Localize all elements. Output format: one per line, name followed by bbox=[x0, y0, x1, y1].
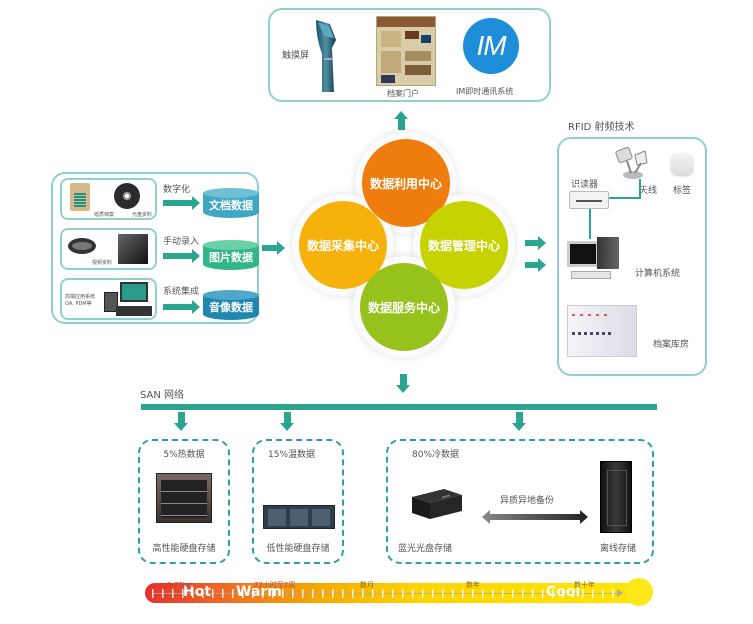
high-performance-disk-label: 高性能硬盘存储 bbox=[152, 544, 216, 554]
offline-storage-label: 离线存储 bbox=[600, 544, 637, 554]
bidirectional-backup-arrow-icon bbox=[482, 509, 588, 524]
cold-data-title: 80%冷数据 bbox=[412, 450, 460, 460]
source-box-video: 视频资料 bbox=[60, 228, 157, 270]
cylinder-top bbox=[203, 240, 259, 250]
arrow-to-centers bbox=[262, 241, 285, 255]
timeline-months: 数月 bbox=[360, 581, 374, 589]
kiosk-icon bbox=[312, 18, 342, 94]
rfid-panel: 天线 标签 识读器 计算机系统 档案库房 bbox=[557, 137, 707, 376]
computer-icon bbox=[567, 237, 627, 283]
arrow-to-hot-storage bbox=[174, 412, 188, 431]
cold-storage-panel: 80%冷数据 蓝光光盘存储 异质异地备份 离线存储 bbox=[386, 439, 654, 564]
video-material-label: 视频资料 bbox=[92, 260, 113, 266]
reader-antenna-line bbox=[609, 197, 641, 199]
hot-data-title: 5%热数据 bbox=[163, 450, 205, 460]
offline-storage-rack-icon bbox=[600, 461, 632, 533]
computer-system-label: 计算机系统 bbox=[635, 269, 681, 279]
oa-pdm-label: OA, PDM等 bbox=[65, 301, 92, 307]
data-management-center: 数据管理中心 bbox=[420, 201, 508, 289]
data-usage-center-label: 数据利用中心 bbox=[369, 176, 442, 191]
data-usage-center: 数据利用中心 bbox=[362, 139, 450, 227]
archive-shelving-icon bbox=[567, 305, 637, 357]
blu-ray-storage-label: 蓝光光盘存储 bbox=[398, 544, 453, 554]
high-performance-disk-icon bbox=[156, 473, 212, 523]
paper-archive-label: 纸质档案 bbox=[94, 212, 115, 218]
data-sources-panel: 纸质档案 光盘资料 数字化 文档数据 视频资料 手动录入 图片数据 前端应用系统… bbox=[51, 172, 259, 324]
timeline-0-72hrs: 0-72hrs bbox=[167, 581, 194, 589]
im-icon: IM bbox=[463, 18, 519, 74]
data-collection-center: 数据采集中心 bbox=[299, 201, 387, 289]
rfid-title: RFID 射频技术 bbox=[568, 122, 635, 133]
warm-data-title: 15%温数据 bbox=[268, 450, 316, 460]
optical-disc-label: 光盘资料 bbox=[132, 212, 153, 218]
data-collection-center-label: 数据采集中心 bbox=[306, 238, 379, 253]
hot-storage-panel: 5%热数据 高性能硬盘存储 bbox=[138, 439, 230, 564]
arrow-to-rfid-1 bbox=[525, 236, 546, 250]
process-system-integration: 系统集成 bbox=[163, 287, 200, 297]
temperature-bar-end-circle bbox=[625, 578, 653, 606]
document-data-label: 文档数据 bbox=[209, 199, 253, 212]
san-network-line bbox=[141, 404, 657, 410]
antenna-icon bbox=[615, 147, 651, 181]
cylinder-top bbox=[203, 290, 259, 300]
timeline-arrowhead bbox=[617, 589, 623, 597]
source-box-paper-disc: 纸质档案 光盘资料 bbox=[60, 178, 157, 220]
cylinder-top bbox=[203, 188, 259, 198]
data-management-center-label: 数据管理中心 bbox=[427, 238, 500, 253]
antenna-down-line bbox=[639, 179, 641, 199]
warm-storage-panel: 15%温数据 低性能硬盘存储 bbox=[252, 439, 344, 564]
process-digitize: 数字化 bbox=[163, 185, 191, 195]
film-reel-icon bbox=[68, 238, 96, 254]
arrow-to-warm-storage bbox=[280, 412, 294, 431]
blu-ray-storage-icon bbox=[408, 487, 464, 521]
paper-archive-icon bbox=[70, 183, 90, 211]
archive-room-label: 档案库房 bbox=[653, 340, 690, 350]
image-data-label: 图片数据 bbox=[209, 251, 253, 264]
access-channels-panel: 触摸屏 档案门户 IM IM即时通讯系统 bbox=[268, 8, 551, 102]
data-service-center: 数据服务中心 bbox=[360, 263, 448, 351]
backup-label: 异质异地备份 bbox=[500, 496, 555, 506]
im-icon-text: IM bbox=[476, 30, 506, 61]
timeline-ticks bbox=[152, 589, 617, 598]
reader-label: 识读器 bbox=[571, 180, 599, 190]
san-label: SAN 网络 bbox=[140, 390, 185, 401]
arrow-to-rfid-2 bbox=[525, 258, 546, 272]
kiosk-label: 触摸屏 bbox=[282, 51, 310, 61]
arrow-to-access-channels bbox=[394, 111, 408, 130]
rfid-tag-icon bbox=[671, 153, 693, 175]
antenna-label: 天线 bbox=[639, 186, 658, 196]
im-system-label: IM即时通讯系统 bbox=[456, 87, 514, 96]
arrow-to-cold-storage bbox=[512, 412, 526, 431]
stage-cool: Cool bbox=[546, 584, 581, 600]
stage-warm: Warm bbox=[236, 584, 282, 600]
calculator-icon bbox=[104, 292, 118, 312]
timeline-72h-2w: 72小时至2周 bbox=[254, 581, 296, 589]
audio-video-data-cylinder: 音像数据 bbox=[203, 290, 259, 320]
arrow-manual-entry bbox=[163, 249, 200, 263]
web-portal-label: 档案门户 bbox=[387, 89, 419, 98]
frontend-systems-label: 前端应用系统 bbox=[65, 294, 96, 300]
arrow-to-san bbox=[396, 374, 410, 393]
monitor-icon bbox=[120, 282, 148, 302]
keyboard-icon bbox=[116, 306, 152, 316]
optical-disc-icon bbox=[114, 183, 140, 209]
tag-label: 标签 bbox=[673, 186, 692, 196]
timeline-years: 数年 bbox=[466, 581, 480, 589]
film-frame-icon bbox=[118, 234, 148, 264]
low-performance-disk-label: 低性能硬盘存储 bbox=[266, 544, 330, 554]
rfid-reader-icon bbox=[569, 191, 609, 209]
timeline-decades: 数十年 bbox=[574, 581, 595, 589]
image-data-cylinder: 图片数据 bbox=[203, 240, 259, 270]
process-manual-entry: 手动录入 bbox=[163, 237, 200, 247]
low-performance-disk-icon bbox=[263, 505, 335, 529]
web-portal-icon bbox=[376, 16, 436, 86]
document-data-cylinder: 文档数据 bbox=[203, 188, 259, 218]
stage-hot: Hot bbox=[183, 584, 212, 600]
reader-computer-line bbox=[589, 209, 591, 239]
data-service-center-label: 数据服务中心 bbox=[367, 300, 440, 315]
arrow-digitize bbox=[163, 196, 200, 210]
arrow-system-integration bbox=[163, 300, 200, 314]
source-box-systems: 前端应用系统 OA, PDM等 bbox=[60, 278, 157, 320]
audio-video-data-label: 音像数据 bbox=[209, 301, 253, 314]
